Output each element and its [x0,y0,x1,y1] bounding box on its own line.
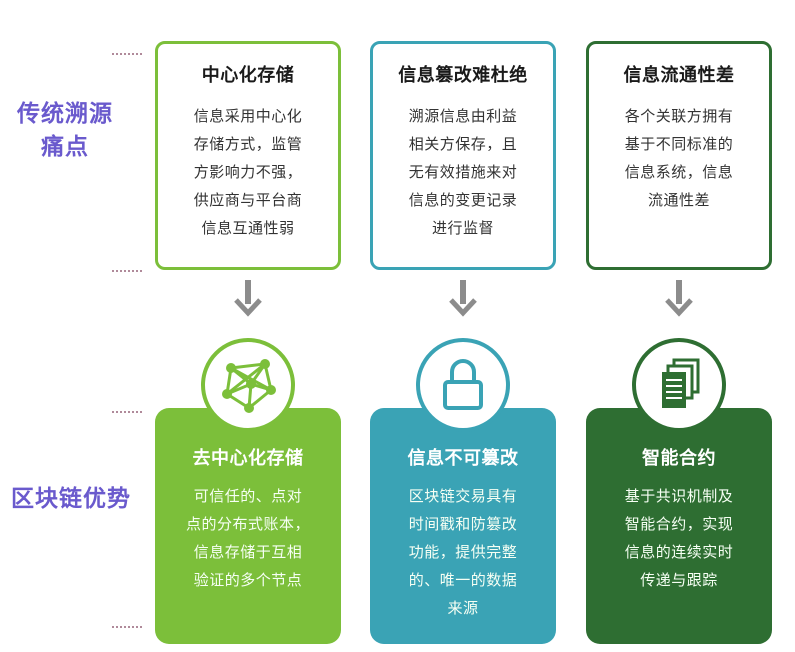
pain-card-line: 信息采用中心化 [193,107,303,125]
pain-card-line: 无有效措施来对 [408,163,518,181]
pain-points-label: 传统溯源 痛点 [10,98,120,164]
document-badge [632,338,726,432]
advantage-card-body: 区块链交易具有 时间戳和防篡改 功能，提供完整 的、唯一的数据 来源 [370,482,556,622]
pain-card-line: 进行监督 [431,219,494,237]
advantage-card-line: 信息的连续实时 [624,543,734,561]
advantage-card-title: 去中心化存储 [192,448,304,469]
pain-card-line: 相关方保存，且 [408,135,518,153]
advantage-card-line: 验证的多个节点 [193,571,303,589]
pain-card-body: 各个关联方拥有 基于不同标准的 信息系统，信息 流通性差 [589,102,769,214]
advantage-card-smart-contract: 智能合约 基于共识机制及 智能合约，实现 信息的连续实时 传递与跟踪 [586,408,772,644]
pain-card-circulation: 信息流通性差 各个关联方拥有 基于不同标准的 信息系统，信息 流通性差 [586,41,772,270]
pain-card-line: 溯源信息由利益 [408,107,518,125]
advantage-card-line: 时间戳和防篡改 [408,515,518,533]
pain-card-body: 信息采用中心化 存储方式，监管 方影响力不强， 供应商与平台商 信息互通性弱 [158,102,338,242]
advantage-card-title: 智能合约 [642,448,716,469]
pain-card-line: 信息的变更记录 [408,191,518,209]
pain-card-title: 信息流通性差 [623,65,735,86]
advantage-card-decentralized: 去中心化存储 可信任的、点对 点的分布式账本， 信息存储于互相 验证的多个节点 [155,408,341,644]
advantage-card-line: 基于共识机制及 [624,487,734,505]
advantage-card-line: 的、唯一的数据 [408,571,518,589]
guide-dots-3 [112,411,142,413]
advantage-card-line: 点的分布式账本， [185,515,310,533]
network-icon [222,359,276,413]
pain-card-body: 溯源信息由利益 相关方保存，且 无有效措施来对 信息的变更记录 进行监督 [373,102,553,242]
advantage-card-line: 信息存储于互相 [193,543,303,561]
pain-points-label-line-2: 痛点 [41,134,89,160]
pain-card-title: 信息篡改难杜绝 [398,65,528,86]
pain-card-title: 中心化存储 [201,65,295,86]
pain-card-line: 信息系统，信息 [624,163,734,181]
guide-dots-1 [112,53,142,55]
pain-card-line: 各个关联方拥有 [624,107,734,125]
guide-dots-4 [112,626,142,628]
advantage-card-body: 可信任的、点对 点的分布式账本， 信息存储于互相 验证的多个节点 [155,482,341,594]
down-arrow-icon [234,280,262,317]
advantage-card-body: 基于共识机制及 智能合约，实现 信息的连续实时 传递与跟踪 [586,482,772,594]
pain-points-label-line-1: 传统溯源 [17,101,113,127]
lock-icon [443,359,483,410]
advantage-card-immutable: 信息不可篡改 区块链交易具有 时间戳和防篡改 功能，提供完整 的、唯一的数据 来… [370,408,556,644]
advantages-label: 区块链优势 [11,486,131,512]
pain-card-line: 信息互通性弱 [201,219,295,237]
pain-card-line: 方影响力不强， [193,163,303,181]
down-arrow-icon [665,280,693,317]
lock-badge [416,338,510,432]
pain-card-centralized: 中心化存储 信息采用中心化 存储方式，监管 方影响力不强， 供应商与平台商 信息… [155,41,341,270]
advantage-card-line: 可信任的、点对 [193,487,303,505]
pain-card-line: 供应商与平台商 [193,191,303,209]
advantage-card-line: 智能合约，实现 [624,515,734,533]
advantage-card-title: 信息不可篡改 [407,448,519,469]
pain-card-line: 基于不同标准的 [624,135,734,153]
advantage-card-line: 区块链交易具有 [408,487,518,505]
advantage-card-line: 功能，提供完整 [408,543,518,561]
pain-card-line: 存储方式，监管 [193,135,303,153]
pain-card-line: 流通性差 [647,191,710,209]
advantage-card-line: 来源 [447,599,479,617]
advantage-card-line: 传递与跟踪 [640,571,718,589]
pain-card-tamper: 信息篡改难杜绝 溯源信息由利益 相关方保存，且 无有效措施来对 信息的变更记录 … [370,41,556,270]
network-badge [201,338,295,432]
guide-dots-2 [112,270,142,272]
down-arrow-icon [449,280,477,317]
document-stack-icon [662,358,700,408]
